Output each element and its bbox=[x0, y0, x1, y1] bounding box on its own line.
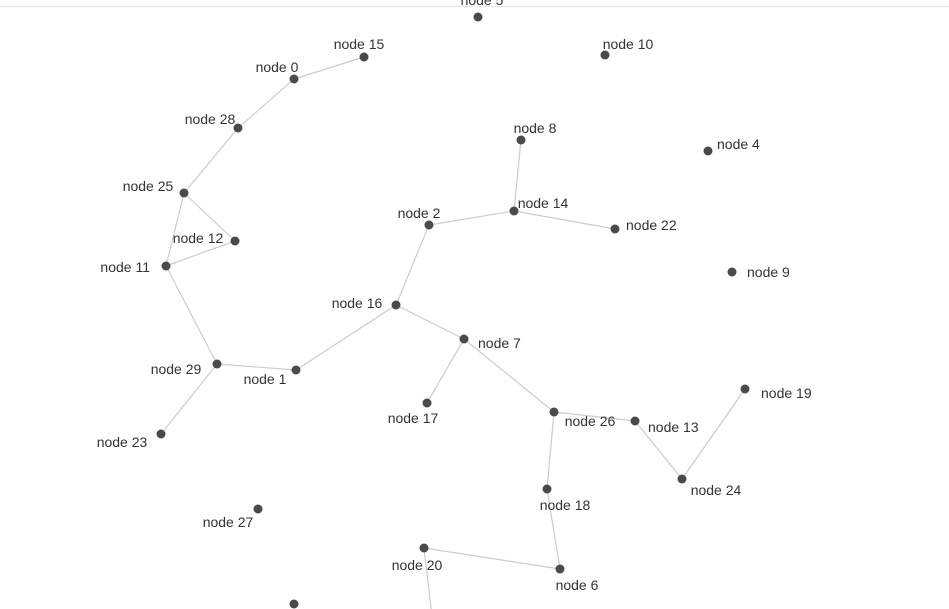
graph-node-node-16[interactable] bbox=[391, 300, 401, 310]
graph-node-node-23[interactable] bbox=[156, 429, 166, 439]
labels-layer: node 0 node 1 node 2 node 4 node 5 node 6 node… bbox=[97, 0, 812, 593]
edge-node-25-to-node-11 bbox=[165, 192, 185, 267]
node-label-node-29: node 29 bbox=[151, 361, 202, 377]
graph-node-node-19[interactable] bbox=[740, 384, 750, 394]
graph-node-node-20[interactable] bbox=[419, 543, 429, 553]
node-label-node-16: node 16 bbox=[332, 295, 383, 311]
node-label-node-22: node 22 bbox=[626, 217, 677, 233]
edge-node-12-to-node-11 bbox=[165, 240, 236, 267]
edge-node-2-to-node-14 bbox=[428, 210, 515, 226]
graph-node-node-11[interactable] bbox=[161, 261, 171, 271]
edge-node-1-to-node-16 bbox=[295, 304, 397, 371]
edge-node-7-to-node-17 bbox=[426, 338, 465, 404]
node-label-node-4: node 4 bbox=[717, 136, 760, 152]
node-label-node-11: node 11 bbox=[100, 259, 150, 275]
node-label-node-7: node 7 bbox=[478, 335, 521, 351]
edge-node-16-to-node-2 bbox=[395, 224, 430, 306]
graph-node-node-4[interactable] bbox=[703, 146, 713, 156]
graph-node-node-0[interactable] bbox=[289, 74, 299, 84]
node-label-node-1: node 1 bbox=[244, 371, 287, 387]
node-label-node-27: node 27 bbox=[203, 514, 254, 530]
node-label-node-17: node 17 bbox=[388, 410, 439, 426]
edge-node-14-to-node-22 bbox=[513, 210, 616, 230]
graph-node-node-10[interactable] bbox=[600, 50, 610, 60]
graph-node-unlabeled-a[interactable] bbox=[289, 599, 299, 609]
graph-node-node-13[interactable] bbox=[630, 416, 640, 426]
graph-node-node-24[interactable] bbox=[677, 474, 687, 484]
node-label-node-28: node 28 bbox=[185, 111, 236, 127]
nodes-layer bbox=[156, 12, 750, 609]
node-label-node-14: node 14 bbox=[518, 195, 569, 211]
edge-node-18-to-node-6 bbox=[546, 488, 561, 570]
node-label-node-15: node 15 bbox=[334, 36, 385, 52]
edge-node-14-to-node-8 bbox=[513, 139, 522, 212]
graph-node-node-9[interactable] bbox=[727, 267, 737, 277]
edge-node-0-to-node-28 bbox=[237, 78, 295, 129]
graph-node-node-25[interactable] bbox=[179, 188, 189, 198]
node-label-node-19: node 19 bbox=[761, 385, 812, 401]
graph-node-node-15[interactable] bbox=[359, 52, 369, 62]
graph-node-node-7[interactable] bbox=[459, 334, 469, 344]
graph-node-node-12[interactable] bbox=[230, 236, 240, 246]
edge-node-26-to-node-18 bbox=[546, 411, 555, 490]
node-label-node-10: node 10 bbox=[603, 36, 654, 52]
edge-node-6-to-node-20 bbox=[423, 547, 561, 570]
edge-node-29-to-node-23 bbox=[160, 363, 218, 435]
graph-node-node-26[interactable] bbox=[549, 407, 559, 417]
node-label-node-18: node 18 bbox=[540, 497, 591, 513]
graph-node-node-28[interactable] bbox=[233, 123, 243, 133]
edge-node-7-to-node-26 bbox=[463, 338, 555, 413]
edge-node-20-to-unlabeled-b bbox=[423, 547, 432, 609]
node-label-node-25: node 25 bbox=[123, 178, 174, 194]
node-label-node-12: node 12 bbox=[173, 230, 224, 246]
node-label-node-2: node 2 bbox=[398, 205, 441, 221]
node-label-node-5: node 5 bbox=[461, 0, 504, 8]
graph-node-node-5[interactable] bbox=[473, 12, 483, 22]
graph-node-node-18[interactable] bbox=[542, 484, 552, 494]
graph-node-node-14[interactable] bbox=[509, 206, 519, 216]
graph-node-node-1[interactable] bbox=[291, 365, 301, 375]
edge-node-24-to-node-19 bbox=[681, 388, 746, 480]
node-label-node-6: node 6 bbox=[556, 577, 599, 593]
graph-node-node-22[interactable] bbox=[610, 224, 620, 234]
node-label-node-0: node 0 bbox=[256, 59, 299, 75]
edge-node-28-to-node-25 bbox=[183, 127, 239, 194]
node-label-node-26: node 26 bbox=[565, 413, 616, 429]
node-label-node-13: node 13 bbox=[648, 419, 699, 435]
top-divider bbox=[0, 6, 949, 7]
edge-node-26-to-node-13 bbox=[553, 411, 636, 422]
node-label-node-20: node 20 bbox=[392, 557, 443, 573]
edge-node-25-to-node-12 bbox=[183, 192, 236, 242]
node-label-node-9: node 9 bbox=[747, 264, 790, 280]
graph-node-node-6[interactable] bbox=[555, 564, 565, 574]
graph-node-node-17[interactable] bbox=[422, 398, 432, 408]
graph-node-node-27[interactable] bbox=[253, 504, 263, 514]
edge-node-16-to-node-7 bbox=[395, 304, 465, 340]
node-label-node-23: node 23 bbox=[97, 434, 148, 450]
edges-layer bbox=[160, 56, 746, 609]
edge-node-11-to-node-29 bbox=[165, 265, 218, 365]
node-label-node-24: node 24 bbox=[691, 482, 742, 498]
node-label-node-8: node 8 bbox=[514, 120, 557, 136]
graph-node-node-8[interactable] bbox=[516, 135, 526, 145]
graph-node-node-2[interactable] bbox=[424, 220, 434, 230]
graph-node-node-29[interactable] bbox=[212, 359, 222, 369]
edge-node-13-to-node-24 bbox=[634, 420, 683, 480]
edge-node-29-to-node-1 bbox=[216, 363, 297, 371]
edge-node-15-to-node-0 bbox=[293, 56, 365, 80]
